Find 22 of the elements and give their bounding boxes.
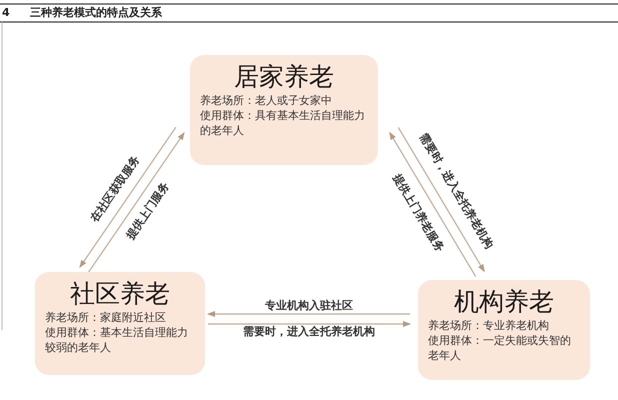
node-heading: 居家养老 bbox=[233, 61, 335, 93]
mode-box bbox=[35, 272, 205, 375]
arrow bbox=[79, 126, 176, 268]
arrow bbox=[88, 132, 185, 274]
node-heading: 社区养老 bbox=[69, 278, 171, 310]
arrow bbox=[398, 127, 485, 272]
title: 三种养老模式的特点及关系 bbox=[30, 6, 162, 20]
node-text: 使用群体：基本生活自理能力较弱的老年人 bbox=[45, 325, 189, 355]
arrow bbox=[389, 132, 476, 277]
mode-box bbox=[418, 280, 590, 380]
arrow bbox=[207, 311, 410, 317]
node-text: 使用群体：具有基本生活自理能力的老年人 bbox=[200, 108, 366, 138]
edge-label: 需要时，进入全托养老机构 bbox=[241, 325, 377, 339]
node-text: 养老场所：专业养老机构 bbox=[428, 318, 550, 333]
edge-label: 专业机构入驻社区 bbox=[263, 299, 355, 313]
node-text: 养老场所：家庭附近社区 bbox=[45, 310, 167, 325]
node-text: 养老场所：老人或子女家中 bbox=[200, 93, 333, 108]
mode-box bbox=[190, 55, 378, 165]
node-heading: 机构养老 bbox=[453, 286, 555, 318]
arrow bbox=[208, 321, 411, 327]
node-text: 使用群体：一定失能或失智的老年人 bbox=[428, 333, 572, 363]
table-number: 4 bbox=[2, 6, 10, 20]
